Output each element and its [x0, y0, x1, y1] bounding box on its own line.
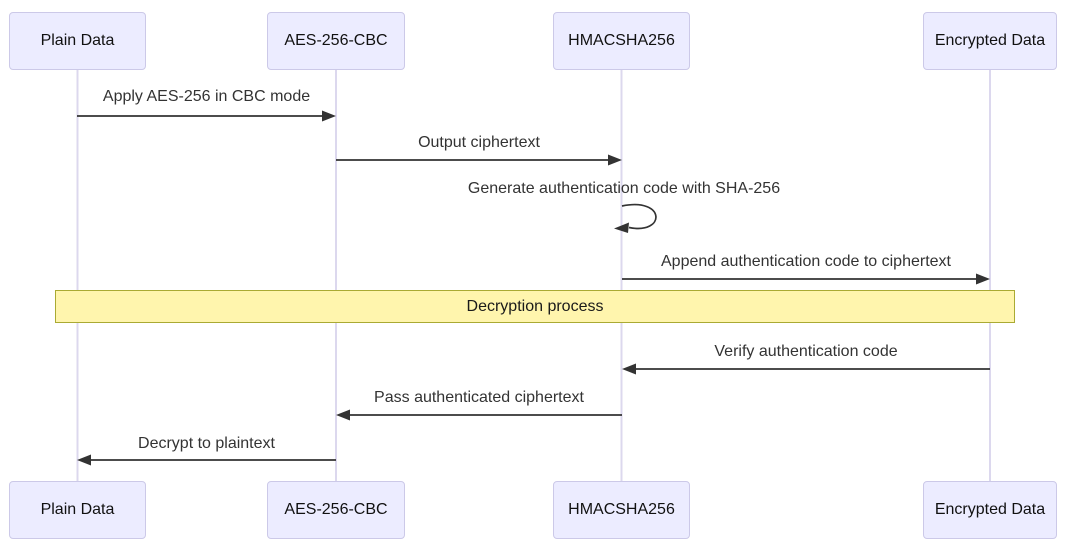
actor-hmacsha256-top: HMACSHA256	[553, 12, 690, 70]
arrow-pass-authenticated-ciphertext	[336, 409, 622, 421]
arrow-self-loop-generate-auth	[614, 203, 657, 233]
actor-aes-256-cbc-bottom: AES-256-CBC	[267, 481, 405, 539]
actor-hmacsha256-bottom: HMACSHA256	[553, 481, 690, 539]
actor-plain-data-bottom: Plain Data	[9, 481, 146, 539]
note-decryption-process: Decryption process	[55, 290, 1015, 323]
message-apply-aes: Apply AES-256 in CBC mode	[102, 88, 311, 105]
message-generate-auth-code: Generate authentication code with SHA-25…	[467, 180, 781, 197]
actor-label: HMACSHA256	[568, 501, 675, 518]
arrow-apply-aes	[77, 110, 336, 122]
arrow-verify-auth-code	[622, 363, 990, 375]
actor-label: Encrypted Data	[934, 501, 1046, 518]
arrow-decrypt-to-plaintext	[77, 454, 336, 466]
actor-label: Plain Data	[40, 501, 115, 518]
actor-encrypted-data-bottom: Encrypted Data	[923, 481, 1057, 539]
actor-label: AES-256-CBC	[284, 501, 388, 518]
message-append-auth-code: Append authentication code to ciphertext	[661, 253, 951, 270]
arrow-append-auth-code	[622, 273, 990, 285]
arrow-output-ciphertext	[336, 154, 622, 166]
message-verify-auth-code: Verify authentication code	[714, 343, 898, 360]
actor-plain-data-top: Plain Data	[9, 12, 146, 70]
actor-label: AES-256-CBC	[284, 32, 388, 49]
message-pass-authenticated-ciphertext: Pass authenticated ciphertext	[374, 389, 584, 406]
message-output-ciphertext: Output ciphertext	[418, 134, 540, 151]
actor-label: HMACSHA256	[568, 32, 675, 49]
actor-encrypted-data-top: Encrypted Data	[923, 12, 1057, 70]
message-decrypt-to-plaintext: Decrypt to plaintext	[138, 435, 275, 452]
actor-label: Encrypted Data	[934, 32, 1046, 49]
note-label: Decryption process	[466, 297, 604, 315]
actor-aes-256-cbc-top: AES-256-CBC	[267, 12, 405, 70]
actor-label: Plain Data	[40, 32, 115, 49]
